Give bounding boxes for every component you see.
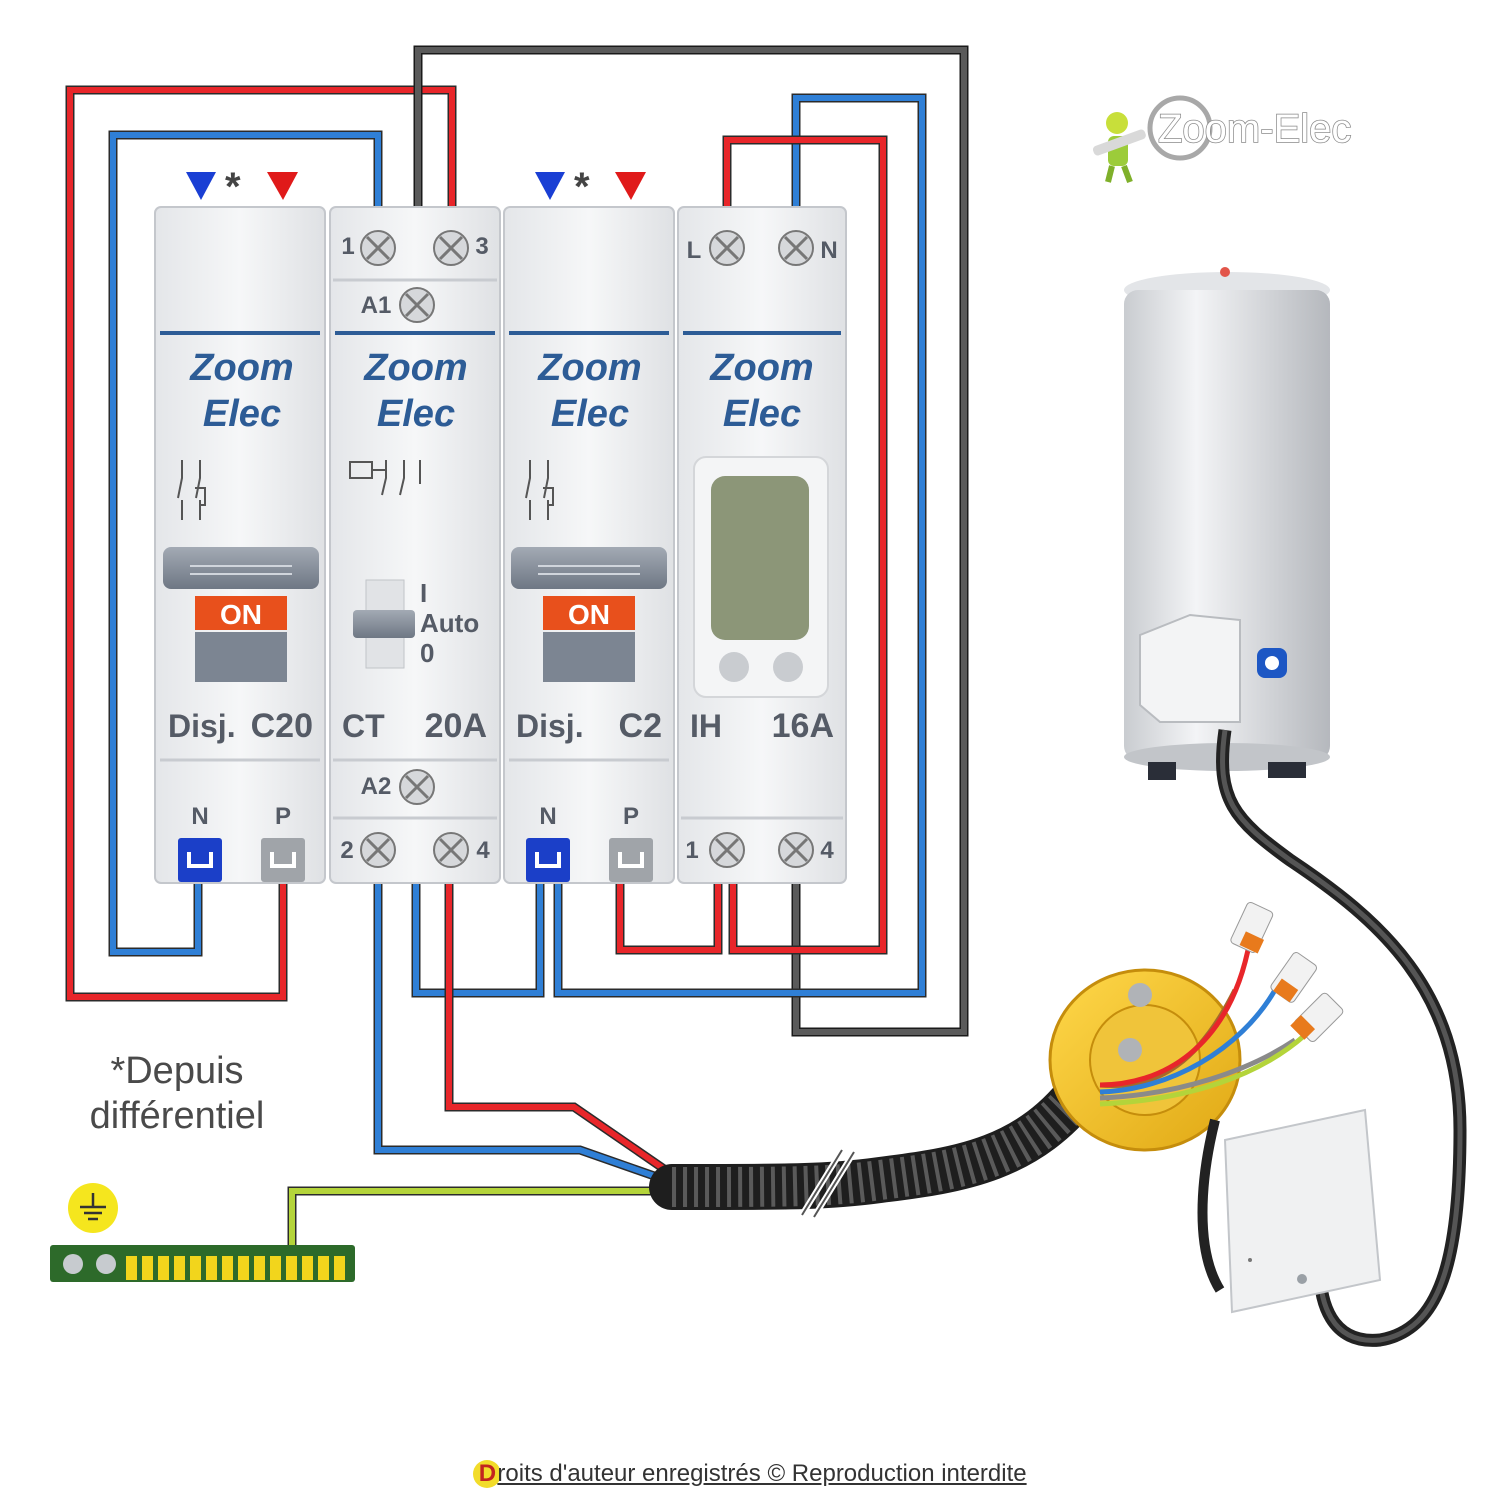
switch-label: Auto [420, 608, 479, 638]
lcd-display [711, 476, 809, 640]
coil-label: A2 [361, 773, 392, 800]
timer-button[interactable] [719, 652, 749, 682]
terminal-label: N [820, 237, 837, 264]
breaker-symbol-icon [525, 460, 554, 520]
breaker-symbol-icon [177, 460, 206, 520]
timer-prefix: IH [690, 708, 722, 744]
screw-icon [433, 230, 469, 266]
terminal-label: P [623, 803, 639, 830]
screw-icon [709, 832, 745, 868]
terminal-label: P [275, 803, 291, 830]
copyright-footer: Droits d'auteur enregistrés © Reproducti… [0, 1460, 1500, 1488]
on-label: ON [220, 599, 262, 630]
screw-icon [360, 230, 396, 266]
wago-connector-icon [1290, 992, 1344, 1043]
junction-box [1048, 901, 1344, 1152]
wago-connector-icon [1270, 952, 1318, 1003]
wires [65, 45, 969, 1260]
star-mark: * [225, 165, 241, 209]
phase-arrow-icon [267, 172, 298, 200]
brand-zoom: Zoom [537, 347, 641, 389]
brand-zoom: Zoom [709, 347, 813, 389]
screw-icon [360, 832, 396, 868]
footer-initial: D [473, 1460, 502, 1488]
phase-out-wire [444, 880, 683, 1184]
breaker-handle[interactable] [163, 547, 319, 589]
terminal-label: L [687, 237, 702, 264]
timer-ih-16a: L N Zoom Elec IH 16A 1 4 [677, 206, 847, 884]
timer-button[interactable] [773, 652, 803, 682]
logo-text: Zoom-Elec [1158, 107, 1351, 151]
contactor-rating: 20A [425, 707, 487, 745]
mode-switch[interactable] [353, 610, 415, 638]
screw-icon [399, 769, 435, 805]
neutral-terminal [178, 838, 222, 882]
brand-elec: Elec [203, 393, 281, 435]
screw-icon [399, 287, 435, 323]
screw-icon [778, 832, 814, 868]
screw-icon [709, 230, 745, 266]
zoom-elec-logo: Zoom-Elec [1092, 95, 1352, 184]
contactor-ct-20a: 1 3 A1 Zoom Elec I Auto 0 CT 20A A2 2 4 [329, 206, 501, 884]
terminal-label: 4 [820, 837, 834, 864]
contactor-symbol-icon [349, 460, 421, 496]
contactor-prefix: CT [342, 708, 385, 744]
conduit [649, 1062, 1108, 1219]
footer-text: roits d'auteur enregistrés © Reproductio… [497, 1460, 1027, 1487]
breaker-c20: Zoom Elec ON Disj. C20 N P [154, 206, 326, 884]
breaker-handle[interactable] [511, 547, 667, 589]
feed-markers: * * [186, 165, 646, 209]
breaker-prefix: Disj. [168, 708, 236, 744]
terminal-label: 1 [341, 233, 354, 260]
timer-rating: 16A [772, 707, 834, 745]
phase-terminal [261, 838, 305, 882]
water-heater [1124, 267, 1467, 1347]
worker-mascot-icon [1092, 112, 1146, 184]
neutral-out-wire [373, 880, 682, 1190]
note-line-2: différentiel [90, 1095, 265, 1137]
neutral-arrow-icon [535, 172, 565, 200]
breaker-c2: Zoom Elec ON Disj. C2 N P [503, 206, 675, 884]
breaker-rating: C2 [619, 707, 662, 745]
terminal-label: N [539, 803, 556, 830]
terminal-label: 3 [475, 233, 488, 260]
switch-label: 0 [420, 638, 434, 668]
neutral-terminal [526, 838, 570, 882]
terminal-label: N [191, 803, 208, 830]
terminal-label: 4 [476, 837, 490, 864]
phase-terminal [609, 838, 653, 882]
cable-outlet-plate [1197, 1108, 1382, 1314]
brand-zoom: Zoom [363, 347, 467, 389]
note-line-1: *Depuis [110, 1050, 243, 1092]
star-mark: * [574, 165, 590, 209]
neutral-arrow-icon [186, 172, 216, 200]
screw-icon [433, 832, 469, 868]
screw-icon [778, 230, 814, 266]
terminal-label: 2 [340, 837, 353, 864]
switch-label: I [420, 578, 427, 608]
wago-connector-icon [1230, 901, 1274, 954]
coil-label: A1 [361, 292, 392, 319]
breaker-prefix: Disj. [516, 708, 584, 744]
phase-arrow-icon [615, 172, 646, 200]
brand-zoom: Zoom [189, 347, 293, 389]
terminal-label: 1 [685, 837, 698, 864]
breaker-rating: C20 [251, 707, 313, 745]
brand-elec: Elec [377, 393, 455, 435]
on-label: ON [568, 599, 610, 630]
brand-elec: Elec [723, 393, 801, 435]
earth-bar [50, 1183, 355, 1282]
brand-elec: Elec [551, 393, 629, 435]
